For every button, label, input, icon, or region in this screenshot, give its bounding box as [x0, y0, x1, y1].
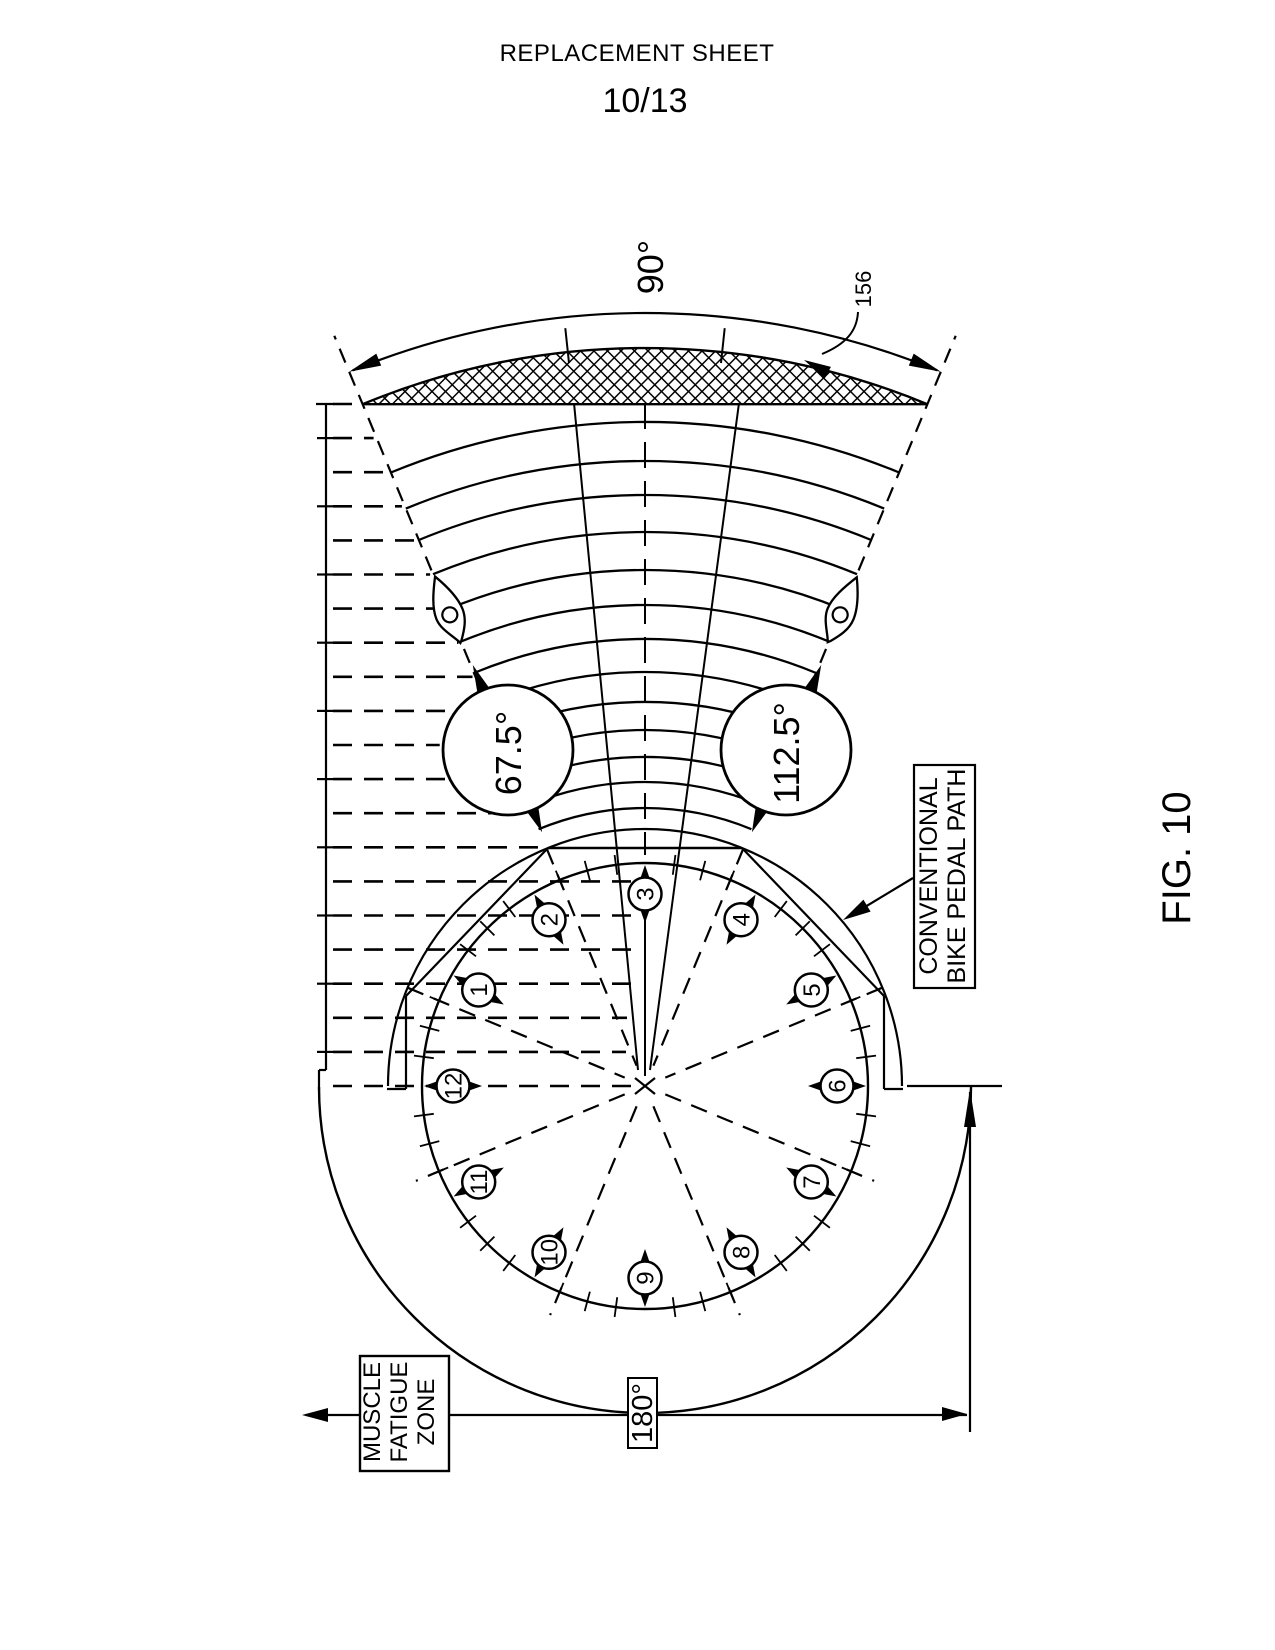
svg-text:ZONE: ZONE [413, 1379, 440, 1446]
svg-text:10/13: 10/13 [602, 82, 687, 120]
svg-text:FIG. 10: FIG. 10 [1155, 791, 1199, 924]
svg-text:10: 10 [537, 1239, 564, 1266]
svg-text:180°: 180° [627, 1383, 659, 1443]
svg-text:6: 6 [825, 1079, 852, 1092]
svg-text:9: 9 [633, 1271, 660, 1284]
svg-text:5: 5 [799, 983, 826, 996]
svg-text:MUSCLE: MUSCLE [359, 1362, 386, 1462]
svg-text:BIKE PEDAL PATH: BIKE PEDAL PATH [943, 769, 971, 984]
svg-text:1: 1 [466, 983, 493, 996]
svg-text:67.5°: 67.5° [488, 711, 529, 795]
svg-text:2: 2 [537, 913, 564, 926]
svg-text:12: 12 [441, 1073, 468, 1100]
svg-text:11: 11 [466, 1170, 493, 1195]
svg-text:FATIGUE: FATIGUE [386, 1362, 413, 1463]
svg-text:156: 156 [851, 271, 876, 308]
svg-text:7: 7 [799, 1175, 826, 1188]
svg-text:112.5°: 112.5° [766, 702, 807, 804]
svg-text:90°: 90° [630, 240, 671, 294]
svg-text:8: 8 [729, 1246, 756, 1259]
svg-text:3: 3 [633, 887, 660, 900]
svg-text:REPLACEMENT SHEET: REPLACEMENT SHEET [500, 40, 775, 67]
svg-text:CONVENTIONAL: CONVENTIONAL [915, 777, 943, 974]
svg-text:4: 4 [729, 913, 756, 926]
